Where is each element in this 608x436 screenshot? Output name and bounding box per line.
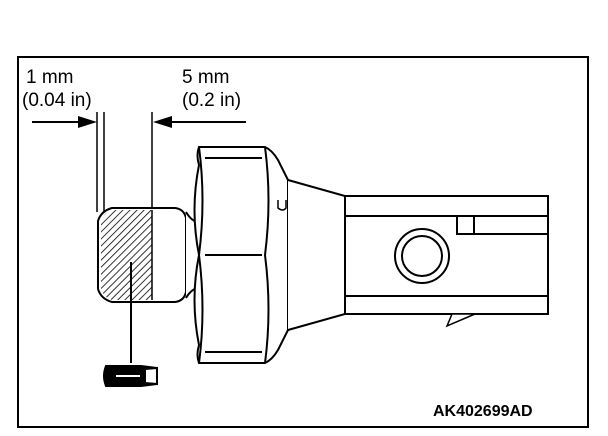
connector-housing xyxy=(344,195,549,315)
shoulder xyxy=(287,179,346,331)
extension-lines xyxy=(96,112,153,212)
latch-tab xyxy=(445,313,476,328)
left-dimension-mm: 1 mm xyxy=(26,67,74,88)
right-dimension-in: (0.2 in) xyxy=(182,90,241,111)
right-dimension-mm: 5 mm xyxy=(182,67,230,88)
sealant-area xyxy=(101,210,152,300)
hex-nut xyxy=(193,146,289,364)
dimension-arrows xyxy=(32,116,246,128)
left-dimension-in: (0.04 in) xyxy=(22,90,92,111)
notch xyxy=(277,200,287,211)
terminal-circle xyxy=(394,228,450,284)
figure-code: AK402699AD xyxy=(433,403,533,420)
figure-frame xyxy=(17,56,589,428)
sealant-tube-icon xyxy=(103,262,158,387)
